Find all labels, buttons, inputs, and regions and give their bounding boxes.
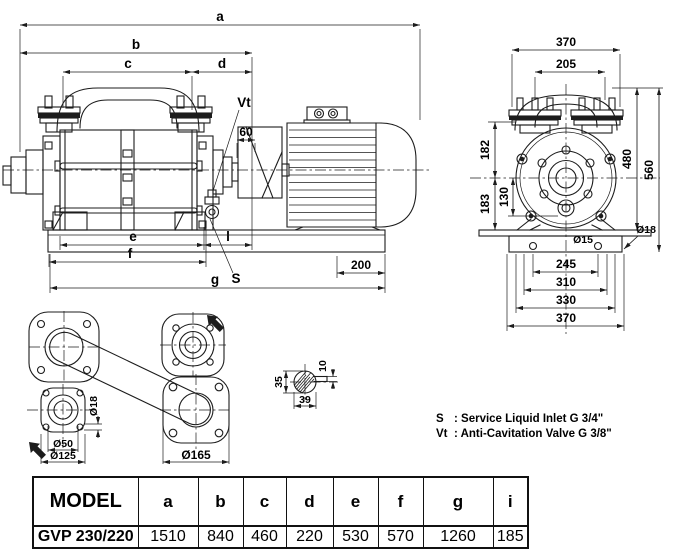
pump-front-manifold [508,94,624,134]
value-c-cell: 460 [242,526,287,548]
table-row: GVP 230/220 1510 840 460 220 530 570 126… [32,526,529,548]
dim-d165-label: Ø165 [181,448,211,462]
dim-c-label: c [124,56,132,71]
dim-183-label: 183 [478,194,492,214]
col-header-g: g [422,477,494,526]
dim-a-label: a [216,9,224,24]
value-g-cell: 1260 [422,526,494,548]
note-text: : Service Liquid Inlet G 3/4" [454,413,604,425]
pump-front-face [515,127,617,231]
dim-d125-label: Ø125 [50,450,76,462]
dim-g-label: g [211,272,219,287]
port-view: Ø18 Ø50 Ø125 Ø165 [27,311,232,465]
note-key: Vt [436,427,448,440]
s-label: S [231,271,240,286]
value-a-cell: 1510 [137,526,199,548]
value-e-cell: 530 [332,526,379,548]
dim-d-label: d [218,56,226,71]
dim-d18-port-label: Ø18 [88,396,100,416]
col-header-c: c [242,477,287,526]
col-header-f: f [377,477,424,526]
col-header-i: i [492,477,529,526]
dim-182-label: 182 [478,140,492,160]
dim-245-label: 245 [556,257,576,271]
dim-d50-label: Ø50 [53,438,73,450]
value-d-cell: 220 [285,526,334,548]
dim-b-label: b [132,37,140,52]
s-leader [209,218,234,274]
dim-370-top-label: 370 [556,35,576,49]
col-header-e: e [332,477,379,526]
dimension-table: MODEL a b c d e f g i GVP 230/220 1510 8… [32,476,529,549]
side-view: a b c d 60 e l f g 200 Vt S [2,9,430,293]
dim-d15-label: Ø15 [573,234,593,246]
port-slot [49,331,211,426]
note-service-inlet: S : Service Liquid Inlet G 3/4" [436,412,612,427]
col-header-b: b [197,477,244,526]
top-flanges-side [37,95,213,133]
model-name-cell: GVP 230/220 [32,526,139,548]
col-header-model: MODEL [32,477,139,526]
note-text: : Anti-Cavitation Valve G 3/8" [454,427,612,440]
shaft-detail: 35 10 39 [273,360,338,409]
motor-fins [289,129,376,221]
legend-notes: S : Service Liquid Inlet G 3/4" Vt : Ant… [436,412,612,441]
value-b-cell: 840 [197,526,244,548]
table-header-row: MODEL a b c d e f g i [32,477,529,526]
dim-560-label: 560 [642,160,656,180]
vt-leader [212,109,240,192]
dim-480-label: 480 [620,149,634,169]
coupling-and-guard [196,126,290,231]
value-f-cell: 570 [377,526,424,548]
baseplate-front [478,229,652,253]
dim-f-label: f [128,246,133,261]
col-header-a: a [137,477,199,526]
baseplate-side [47,211,386,253]
dim-205-label: 205 [556,57,576,71]
dim-39-label: 39 [299,394,311,406]
dim-i-label: l [226,229,230,244]
note-anticavitation-valve: Vt : Anti-Cavitation Valve G 3/8" [436,427,612,442]
note-key: S [436,413,444,425]
dim-200-label: 200 [351,258,371,272]
dim-e-label: e [129,229,137,244]
bearing-end-left [2,135,61,231]
dim-10-label: 10 [317,360,329,372]
value-i-cell: 185 [492,526,529,548]
flow-arrow-suction [207,315,224,332]
foot-flange-small [40,387,86,433]
dim-330-label: 330 [556,293,576,307]
vt-label: Vt [237,95,251,110]
suction-flange [161,313,225,377]
motor-side [286,106,417,231]
col-header-d: d [285,477,334,526]
dim-310-label: 310 [556,275,576,289]
pump-body-side [54,87,203,231]
drawing-canvas: a b c d 60 e l f g 200 Vt S [2,9,663,465]
flow-arrow-discharge [29,442,46,459]
dim-370-bottom-label: 370 [556,311,576,325]
front-view: 370 205 182 183 130 480 560 Ø15 Ø18 245 … [470,35,663,334]
dim-130-label: 130 [497,187,511,207]
dim-35-label: 35 [273,376,285,388]
